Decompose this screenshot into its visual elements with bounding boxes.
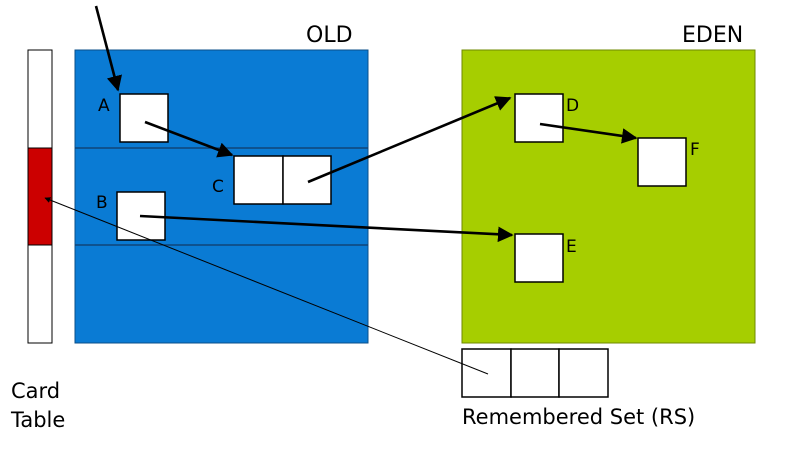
object-e-label: E: [566, 237, 577, 257]
object-d: D: [514, 93, 579, 143]
object-a: A: [98, 93, 169, 143]
root-to-a-arrow: [94, 5, 122, 92]
object-a-box: [119, 93, 169, 143]
card-table-label-line2: Table: [10, 408, 65, 432]
object-d-label: D: [566, 96, 579, 116]
card-table-label-line1: Card: [11, 379, 60, 403]
eden-region-area: [461, 49, 756, 344]
c-to-d-arrow: [307, 96, 512, 184]
object-c-box-right: [282, 155, 332, 205]
object-b-label: B: [96, 193, 108, 213]
remembered-set-cell-3: [558, 348, 609, 398]
object-a-label: A: [98, 96, 110, 116]
eden-region: EDEN: [461, 23, 756, 344]
object-e: E: [514, 233, 577, 283]
object-d-box: [514, 93, 564, 143]
remembered-set-label: Remembered Set (RS): [462, 405, 695, 429]
old-region-label: OLD: [306, 23, 353, 48]
a-to-c-arrow: [144, 120, 234, 158]
object-f-box: [637, 137, 687, 187]
card-table-dirty-card: [27, 147, 53, 246]
b-to-e-arrow: [139, 214, 514, 243]
d-to-f-arrow: [539, 122, 638, 144]
object-c-label: C: [212, 177, 224, 197]
object-e-box: [514, 233, 564, 283]
remembered-set: Remembered Set (RS): [461, 348, 695, 429]
remembered-set-cell-2: [510, 348, 560, 398]
object-c: C: [212, 155, 332, 205]
eden-region-label: EDEN: [682, 23, 743, 48]
rs-to-card-table-arrow: [44, 197, 489, 375]
card-table: Card Table: [10, 49, 65, 432]
object-f-label: F: [690, 140, 700, 160]
object-f: F: [637, 137, 700, 187]
object-c-box-left: [233, 155, 284, 205]
